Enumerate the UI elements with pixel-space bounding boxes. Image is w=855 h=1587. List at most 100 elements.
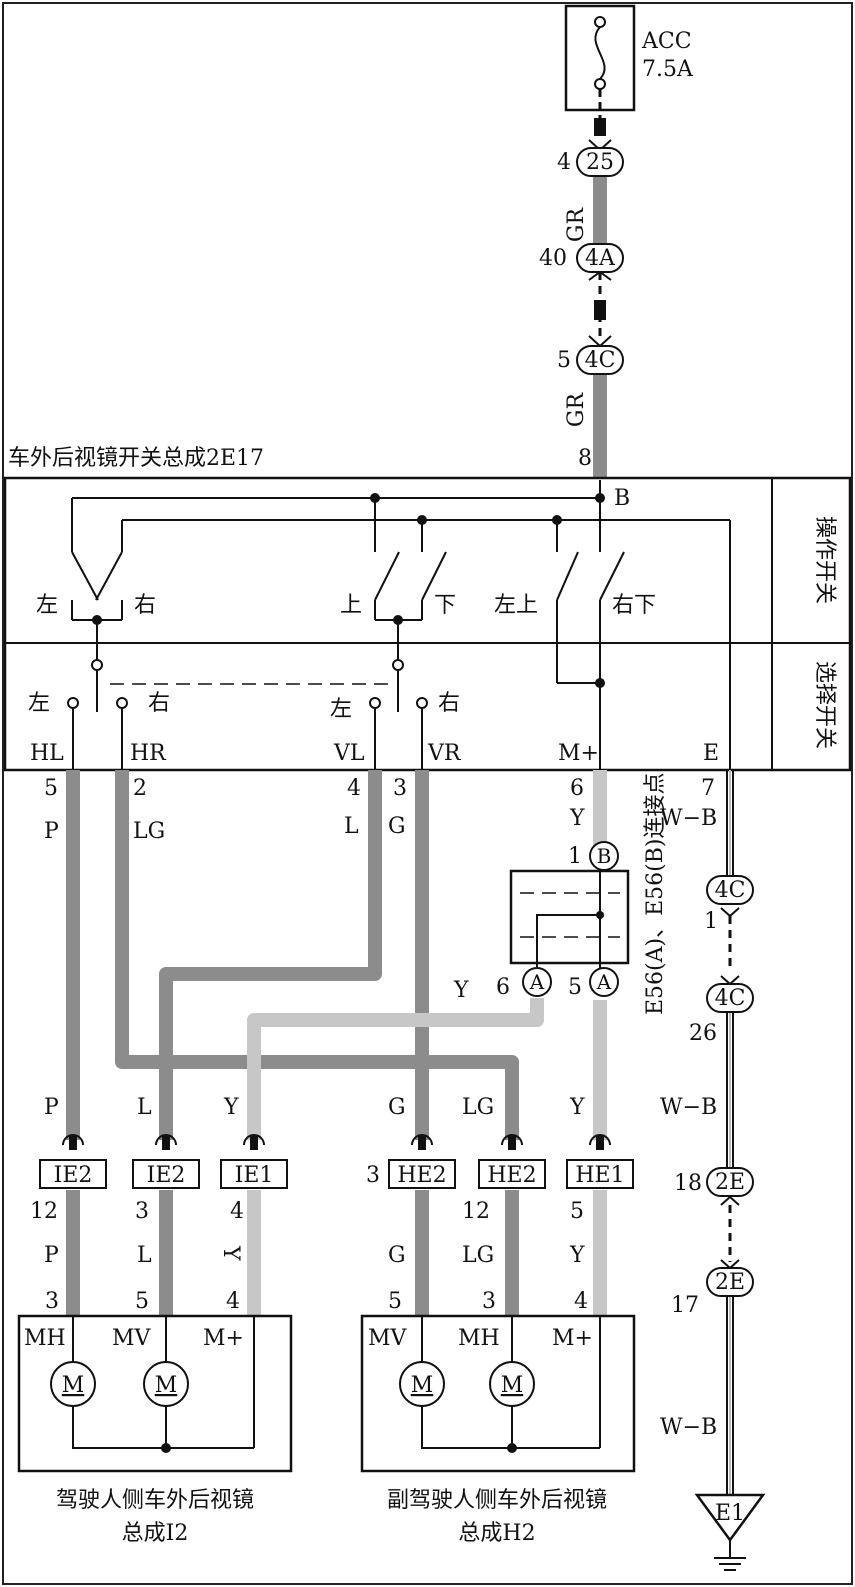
mirror-conn-3-pin-mark — [250, 1135, 258, 1150]
op-up: 上 — [340, 593, 362, 618]
mirror-conn-4-id: HE2 — [397, 1163, 446, 1188]
mirror-conn-3-pin: 4 — [230, 1199, 244, 1224]
switch-assembly: 操作开关 选择开关 B 左 右 上 下 — [3, 476, 852, 772]
fuse-rating: 7.5A — [642, 57, 694, 82]
connector-4c-gnd-1-id: 4C — [715, 878, 746, 903]
mirror-conn-3-id: IE1 — [235, 1163, 274, 1188]
passenger-mirror-title-2: 总成H2 — [458, 1521, 535, 1546]
switch-out-labels: 5 2 4 3 6 7 P LG L G Y W−B — [44, 776, 717, 844]
out-color-vl: L — [344, 814, 359, 839]
mirror-connectors: PIE212P3LIE23L5YIE14Y4GHE23G5LGHE212LG3Y… — [30, 1095, 634, 1314]
junction-label: E56(A)、E56(B)连接点 — [643, 773, 668, 1016]
mirror-conn-5-color-2: LG — [462, 1243, 494, 1268]
junction-a2-pin: 5 — [568, 975, 582, 1000]
junction-a1-id: A — [529, 970, 545, 994]
out-pin-vl: 4 — [347, 776, 361, 801]
ground-e1: E1 — [694, 1493, 766, 1571]
connector-25-pin: 4 — [557, 150, 571, 175]
mirror-conn-5-pin: 12 — [462, 1199, 490, 1224]
mirror-conn-1-mirror-pin: 3 — [45, 1289, 59, 1314]
mirror-conn-4-color: G — [388, 1095, 406, 1120]
ground-e1-id: E1 — [715, 1501, 745, 1526]
passenger-terminal-mh: MH — [458, 1326, 500, 1351]
mirror-conn-5-pin-mark — [508, 1135, 516, 1150]
mirror-conn-1-color-2: P — [44, 1243, 59, 1268]
switch-pin-b: B — [614, 486, 630, 511]
mirror-conn-6-id: HE1 — [575, 1163, 624, 1188]
driver-mirror: MH MV M+ M M 驾驶人侧车外后视镜 总成I2 — [17, 1314, 293, 1546]
passenger-motor-2: M — [501, 1373, 524, 1398]
switch-pin-b-num: 8 — [578, 446, 592, 471]
passenger-mirror: MV MH M+ M M 副驾驶人侧车外后视镜 总成H2 — [360, 1314, 636, 1546]
connector-4a-id: 4A — [585, 246, 616, 271]
mirror-conn-5-id: HE2 — [487, 1163, 536, 1188]
mirror-conn-1-pin-mark — [69, 1135, 77, 1150]
mirror-conn-2-color: L — [137, 1095, 152, 1120]
sel-left-1: 左 — [28, 691, 50, 716]
terminal-vr: VR — [427, 741, 462, 766]
mirror-conn-2-pin: 3 — [135, 1199, 149, 1224]
mirror-conn-2-pin-mark — [162, 1135, 170, 1150]
ground-color-mid: W−B — [660, 1095, 717, 1120]
out-color-vr: G — [388, 814, 406, 839]
switch-assembly-title: 车外后视镜开关总成2E17 — [8, 446, 264, 471]
connector-2e-gnd-2-id: 2E — [715, 1270, 745, 1295]
junction-a2-id: A — [596, 970, 612, 994]
driver-terminal-mv: MV — [112, 1326, 152, 1351]
junction-b-pin: 1 — [568, 844, 582, 869]
mirror-conn-2-box — [132, 1159, 200, 1189]
mirror-conn-5-color: LG — [462, 1095, 494, 1120]
terminal-m-plus: M+ — [558, 741, 599, 766]
out-pin-vr: 3 — [393, 776, 407, 801]
connector-2e-gnd-1: 2E 18 — [674, 1167, 754, 1197]
mirror-conn-6-color: Y — [569, 1095, 585, 1120]
mirror-conn-5-mirror-pin: 3 — [482, 1289, 496, 1314]
connector-4c-gnd-1: 4C 1 — [704, 875, 754, 934]
connector-4c-top-id: 4C — [585, 348, 616, 373]
connector-4c-top-pin: 5 — [557, 348, 571, 373]
mirror-conn-2-mirror-pin: 5 — [135, 1289, 149, 1314]
sel-right-1: 右 — [148, 691, 170, 716]
driver-mirror-title-1: 驾驶人侧车外后视镜 — [56, 1488, 254, 1513]
fuse-name: ACC — [641, 29, 692, 54]
op-right: 右 — [134, 593, 156, 618]
junction-a1-pin: 6 — [496, 975, 510, 1000]
mirror-conn-3-mirror-pin: 4 — [226, 1289, 240, 1314]
op-right-down: 右下 — [612, 593, 656, 618]
out-color-hl: P — [44, 819, 59, 844]
mirror-conn-6-mirror-pin: 4 — [574, 1289, 588, 1314]
junction-y-color: Y — [453, 978, 469, 1003]
sel-left-2: 左 — [330, 697, 352, 722]
terminal-vl: VL — [333, 741, 365, 766]
terminal-hr: HR — [130, 741, 167, 766]
driver-mirror-title-2: 总成I2 — [122, 1521, 189, 1546]
op-down: 下 — [434, 593, 456, 618]
mirror-conn-1-id: IE2 — [54, 1163, 93, 1188]
terminal-e: E — [703, 741, 719, 766]
connector-4c-gnd-1-pin: 1 — [704, 909, 718, 934]
mirror-conn-6-color-2: Y — [569, 1243, 585, 1268]
mirror-conn-1-box — [39, 1159, 107, 1189]
mirror-conn-3-box — [220, 1159, 288, 1189]
out-pin-e: 7 — [701, 776, 715, 801]
mirror-conn-4-pin: 3 — [366, 1163, 380, 1188]
connector-4c-gnd-2: 4C 26 — [689, 983, 754, 1046]
passenger-terminal-m-plus: M+ — [552, 1326, 593, 1351]
connector-4c-top: 4C 5 — [557, 345, 624, 375]
mirror-conn-4-mirror-pin: 5 — [388, 1289, 402, 1314]
section-select-label: 选择开关 — [812, 661, 837, 749]
mirror-conn-4-box — [388, 1159, 456, 1189]
op-left-up: 左上 — [494, 593, 538, 618]
connector-4c-gnd-2-id: 4C — [715, 986, 746, 1011]
junction-b-id: B — [597, 844, 612, 868]
out-pin-hr: 2 — [133, 776, 147, 801]
mirror-conn-3-color-2: Y — [218, 1245, 243, 1261]
driver-terminal-m-plus: M+ — [203, 1326, 244, 1351]
sel-right-2: 右 — [438, 691, 460, 716]
mirror-conn-5-box — [478, 1159, 546, 1189]
out-color-m-plus: Y — [569, 806, 585, 831]
passenger-motor-1: M — [411, 1373, 434, 1398]
section-operate-label: 操作开关 — [812, 516, 837, 604]
